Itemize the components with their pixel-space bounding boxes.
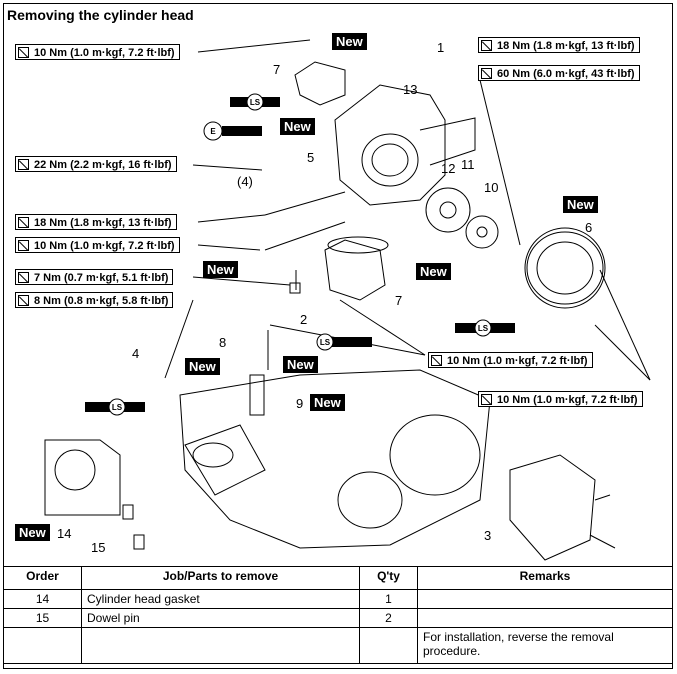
torque-box: 7 Nm (0.7 m·kgf, 5.1 ft·lbf) <box>15 269 174 285</box>
callout-1: 1 <box>437 40 445 55</box>
new-badge: New <box>185 358 220 375</box>
table-row: For installation, reverse the removal pr… <box>3 627 673 664</box>
callout-7-upper: 7 <box>273 62 281 77</box>
ls-symbol-text: LS <box>320 338 331 347</box>
wrench-icon <box>481 394 492 405</box>
new-badge: New <box>332 33 367 50</box>
col-qty: Q'ty <box>359 566 418 590</box>
parts-table: Order Job/Parts to remove Q'ty Remarks 1… <box>3 566 673 664</box>
wrench-icon <box>481 40 492 51</box>
torque-box: 60 Nm (6.0 m·kgf, 43 ft·lbf) <box>478 65 640 81</box>
callout-2: 2 <box>300 312 308 327</box>
new-badge: New <box>310 394 345 411</box>
e-symbol-text: E <box>210 127 216 136</box>
ls-symbols <box>85 93 515 416</box>
wrench-icon <box>18 217 29 228</box>
ls-symbol-text: LS <box>250 98 261 107</box>
torque-box: 10 Nm (1.0 m·kgf, 7.2 ft·lbf) <box>15 237 180 253</box>
cover-3-shape <box>509 454 596 561</box>
cylinder-head-shape <box>334 84 446 206</box>
torque-box: 10 Nm (1.0 m·kgf, 7.2 ft·lbf) <box>478 391 643 407</box>
torque-box: 10 Nm (1.0 m·kgf, 7.2 ft·lbf) <box>15 44 180 60</box>
torque-box: 8 Nm (0.8 m·kgf, 5.8 ft·lbf) <box>15 292 174 308</box>
wrench-icon <box>18 47 29 58</box>
table-header-row: Order Job/Parts to remove Q'ty Remarks <box>3 566 673 590</box>
col-remarks: Remarks <box>417 566 673 590</box>
ls-symbol-text: LS <box>112 403 123 412</box>
wrench-icon <box>18 240 29 251</box>
ls-symbol-text: LS <box>478 324 489 333</box>
callout-14: 14 <box>57 526 72 541</box>
new-badge: New <box>15 524 50 541</box>
wrench-icon <box>18 159 29 170</box>
wrench-icon <box>431 355 442 366</box>
callout-11: 11 <box>461 157 475 172</box>
callout-6: 6 <box>585 220 593 235</box>
crankcase-shape <box>179 369 491 549</box>
new-badge: New <box>416 263 451 280</box>
new-badge: New <box>283 356 318 373</box>
wrench-icon <box>18 295 29 306</box>
callout-9: 9 <box>296 396 304 411</box>
callout-3: 3 <box>484 528 492 543</box>
table-row: 15 Dowel pin 2 <box>3 608 673 628</box>
table-row: 14 Cylinder head gasket 1 <box>3 589 673 609</box>
new-badge: New <box>203 261 238 278</box>
col-order: Order <box>3 566 82 590</box>
callout-5: 5 <box>307 150 315 165</box>
torque-box: 10 Nm (1.0 m·kgf, 7.2 ft·lbf) <box>428 352 593 368</box>
exploded-diagram: LS LS LS LS E <box>44 39 651 561</box>
callout-15: 15 <box>91 540 106 555</box>
col-part: Job/Parts to remove <box>81 566 360 590</box>
callout-8: 8 <box>219 335 227 350</box>
callout-7-lower: 7 <box>395 293 403 308</box>
callout-12: 12 <box>441 161 456 176</box>
page-frame <box>3 3 673 669</box>
torque-box: 18 Nm (1.8 m·kgf, 13 ft·lbf) <box>15 214 177 230</box>
torque-box: 18 Nm (1.8 m·kgf, 13 ft·lbf) <box>478 37 640 53</box>
callout-4: 4 <box>132 346 140 361</box>
callout-10: 10 <box>484 180 499 195</box>
cam-sprocket-shape <box>425 187 471 233</box>
torque-box: 22 Nm (2.2 m·kgf, 16 ft·lbf) <box>15 156 177 172</box>
cover-6-shape <box>526 231 604 305</box>
new-badge: New <box>280 118 315 135</box>
cam-bore-shape <box>361 133 419 187</box>
page-title: Removing the cylinder head <box>7 7 194 23</box>
gasket-shape <box>44 439 121 516</box>
wrench-icon <box>481 68 492 79</box>
callout-4-paren: (4) <box>237 174 253 189</box>
callout-13: 13 <box>403 82 418 97</box>
new-badge: New <box>563 196 598 213</box>
wrench-icon <box>18 272 29 283</box>
